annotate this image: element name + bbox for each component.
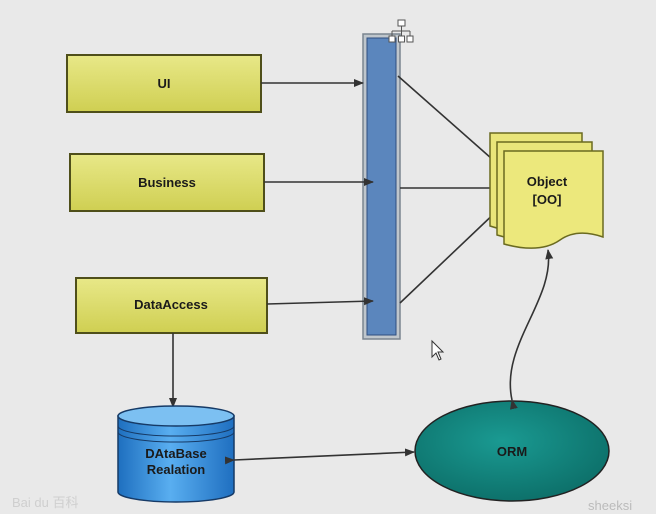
arrow-dataaccess-to-bus	[266, 297, 374, 306]
dataaccess-layer-box: DataAccess	[75, 277, 268, 334]
database-cylinder: DAtaBase Realation	[117, 405, 235, 503]
hierarchy-icon	[388, 19, 414, 43]
business-layer-label: Business	[138, 175, 196, 190]
object-document-stack: Object [OO]	[489, 132, 604, 249]
watermark-left: Bai du 百科	[12, 495, 79, 510]
ui-layer-box: UI	[66, 54, 262, 113]
orm-ellipse: ORM	[414, 400, 610, 502]
arrow-orm-object-bidirectional	[509, 249, 554, 410]
ui-layer-label: UI	[158, 76, 171, 91]
database-label-line2: Realation	[147, 462, 206, 477]
business-layer-box: Business	[69, 153, 265, 212]
arrow-db-orm-bidirectional	[224, 448, 415, 465]
orm-label: ORM	[497, 444, 527, 459]
object-label-line1: Object	[527, 174, 568, 189]
object-label-line2: [OO]	[533, 192, 562, 207]
arrow-bus-to-object-top	[397, 75, 501, 167]
arrow-bus-to-object-bottom	[399, 207, 501, 304]
mouse-cursor-icon	[431, 339, 445, 361]
vertical-bus	[362, 33, 401, 340]
database-label-line1: DAtaBase	[145, 446, 206, 461]
watermark-right: sheeksi	[588, 498, 633, 513]
dataaccess-layer-label: DataAccess	[134, 297, 208, 312]
